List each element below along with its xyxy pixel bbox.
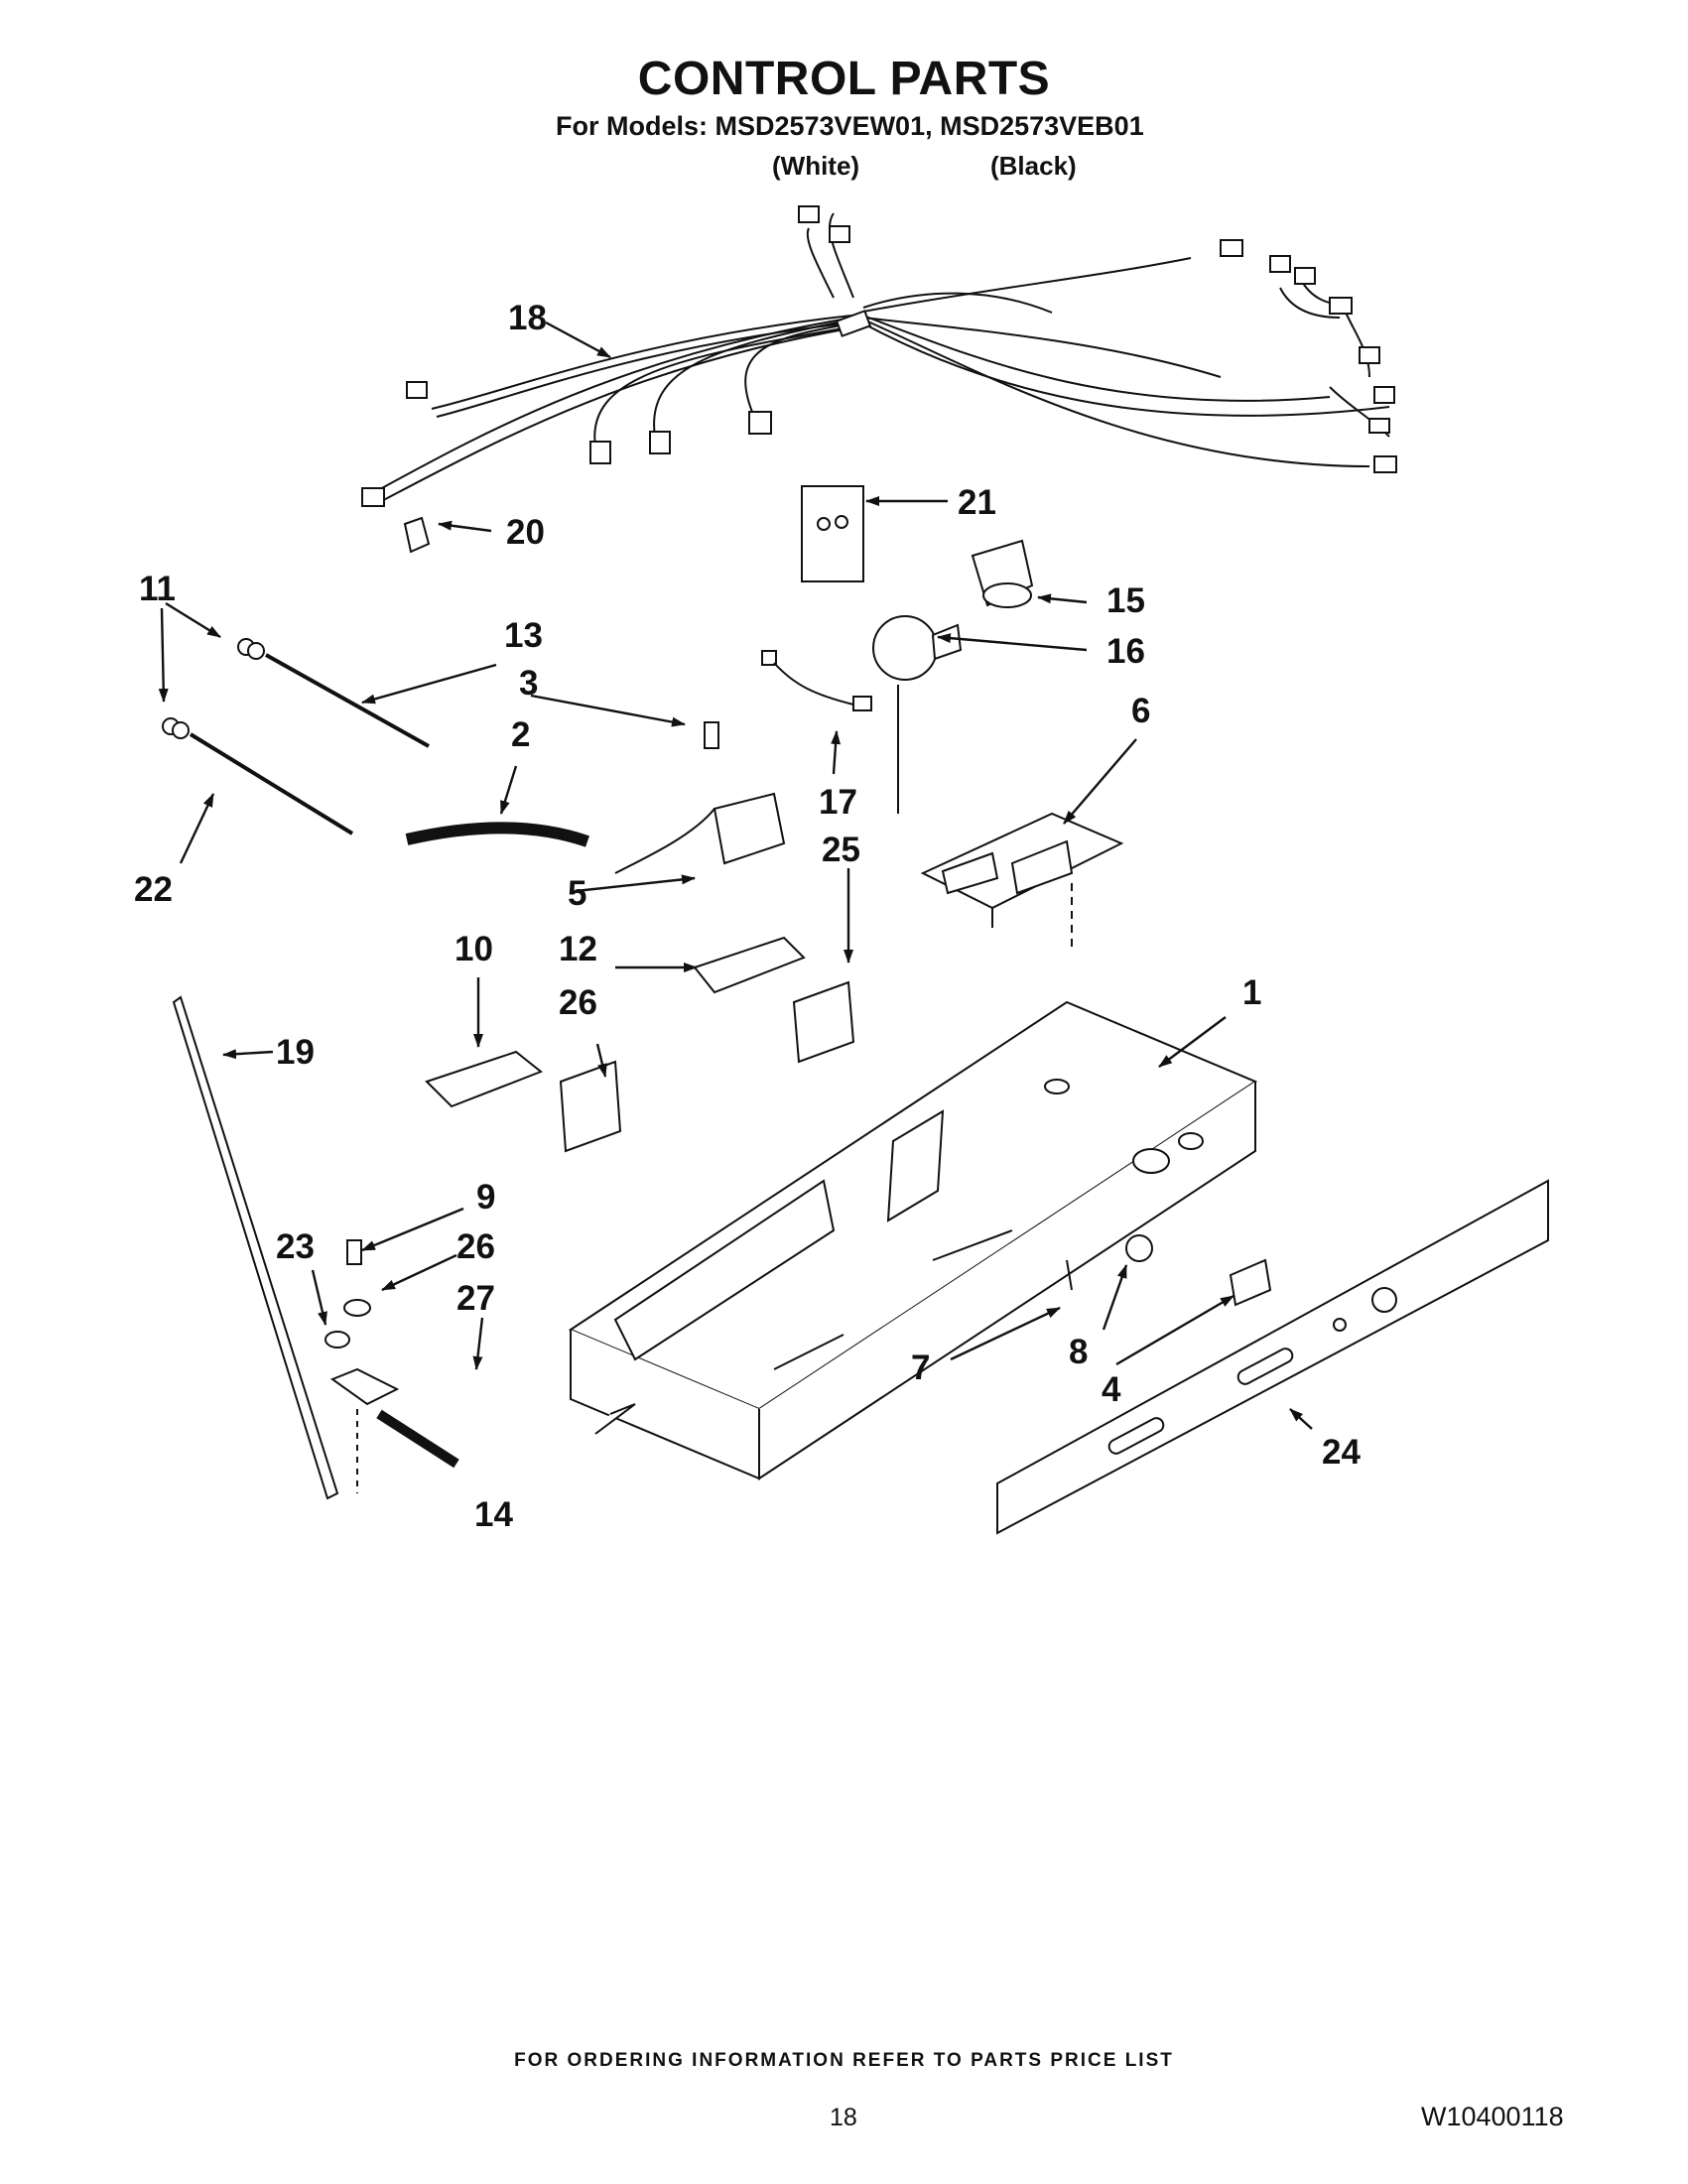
callout-17: 17 (819, 783, 857, 822)
callout-14: 14 (474, 1495, 513, 1534)
damper-tubes (162, 638, 589, 847)
lamp-socket-bulb (872, 539, 1034, 814)
callout-18: 18 (508, 299, 547, 337)
thermostat-5 (614, 721, 786, 874)
variant-white-label: (White) (772, 151, 860, 181)
callout-21: 21 (958, 483, 996, 522)
page-title: CONTROL PARTS (637, 53, 1051, 105)
labels-26-25 (559, 980, 855, 1153)
lamp-wire-17 (761, 650, 872, 711)
callout-8: 8 (1069, 1333, 1088, 1371)
wire-harness (361, 205, 1397, 507)
callout-25: 25 (822, 831, 860, 869)
callout-4: 4 (1102, 1370, 1121, 1409)
callout-numbers: 1 2 3 4 5 6 7 8 9 10 11 12 13 14 15 16 1… (134, 299, 1361, 1534)
bracket-12 (693, 936, 806, 994)
callout-leaders (158, 321, 1313, 1430)
callout-16: 16 (1106, 632, 1145, 671)
control-board-6 (920, 812, 1124, 953)
callout-26-label: 26 (559, 983, 597, 1022)
callout-19: 19 (276, 1033, 315, 1072)
callout-20: 20 (506, 513, 545, 552)
callout-7: 7 (911, 1349, 930, 1387)
ordering-note: FOR ORDERING INFORMATION REFER TO PARTS … (514, 2050, 1174, 2071)
insulation-pad-21 (801, 485, 864, 582)
bracket-10 (425, 1050, 543, 1108)
callout-3: 3 (519, 664, 538, 703)
callout-6: 6 (1131, 692, 1150, 730)
callout-1: 1 (1242, 973, 1261, 1012)
callout-13: 13 (504, 616, 543, 655)
callout-27: 27 (456, 1279, 495, 1318)
callout-5: 5 (568, 874, 586, 913)
callout-15: 15 (1106, 581, 1145, 620)
callout-26-washer: 26 (456, 1227, 495, 1266)
callout-12: 12 (559, 930, 597, 968)
callout-10: 10 (454, 930, 493, 968)
model-subtitle: For Models: MSD2573VEW01, MSD2573VEB01 (556, 111, 1144, 141)
callout-9: 9 (476, 1178, 495, 1217)
callout-24: 24 (1322, 1433, 1361, 1472)
bezel-panel-24 (996, 1179, 1549, 1535)
page-number: 18 (830, 2104, 857, 2131)
knob-parts (1066, 1234, 1272, 1307)
hinge-parts (172, 995, 459, 1500)
callout-22: 22 (134, 870, 173, 909)
callout-2: 2 (511, 715, 530, 754)
callout-11: 11 (139, 570, 176, 608)
document-code: W10400118 (1421, 2102, 1564, 2131)
clip-part-20 (403, 516, 431, 554)
control-housing-1 (568, 1000, 1258, 1480)
callout-23: 23 (276, 1227, 315, 1266)
variant-black-label: (Black) (990, 151, 1077, 181)
